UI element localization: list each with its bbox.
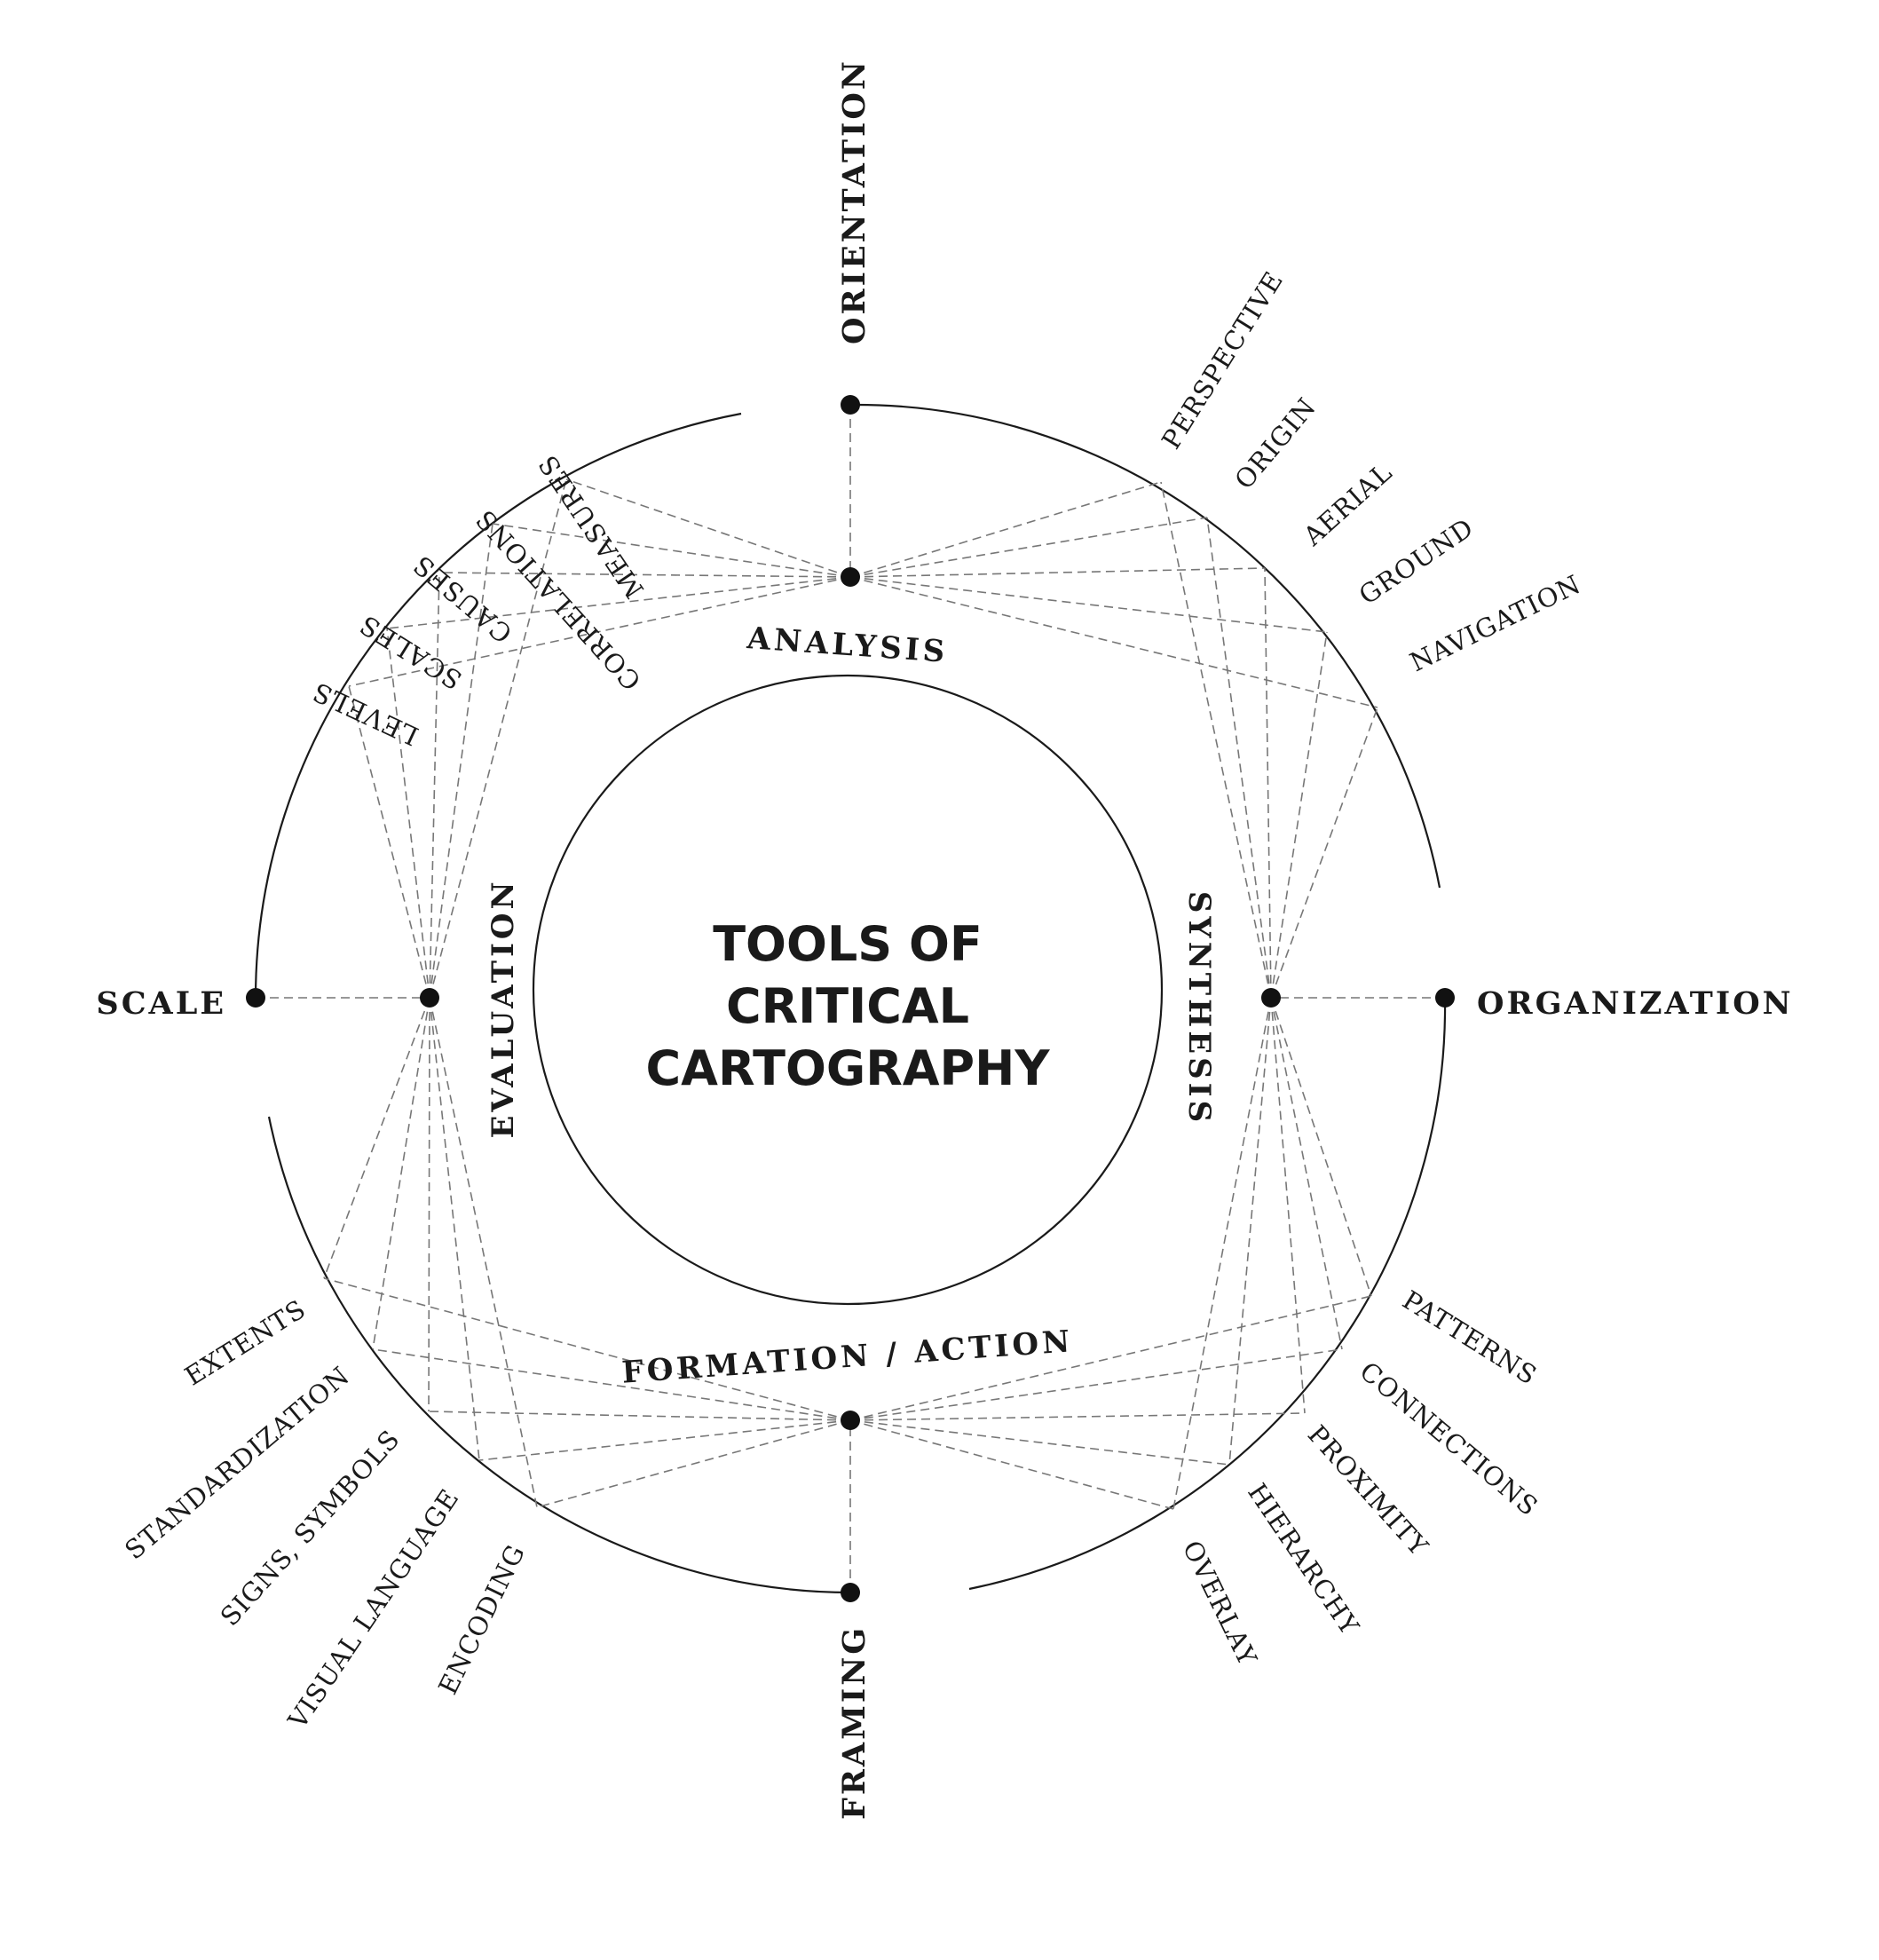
inner-circle [532,674,1164,1306]
item-patterns: PATTERNS [1397,1284,1543,1391]
item-levels: LEVELS [308,676,423,752]
dashed-line-lower-left-2-1 [428,997,430,1412]
item-aerial: AERIAL [1297,457,1398,552]
title-line-3: CARTOGRAPHY [646,1040,1051,1096]
axis-label-framing: FRAMING [836,1625,872,1820]
dashed-line-upper-left-0-1 [429,478,567,999]
dashed-line-lower-right-0-0 [849,1295,1372,1421]
hub-analysis [841,567,860,587]
dashed-connector-lines [323,478,1378,1510]
dashed-line-lower-right-2-0 [849,1412,1306,1421]
item-proximity: PROXIMITY [1302,1419,1434,1561]
item-correlations: CORRELATIONS [470,503,647,696]
ring-label-analysis: ANALYSIS [745,620,949,670]
dots [246,395,1455,1602]
dashed-line-lower-right-4-0 [849,1419,1174,1510]
item-hierarchy: HIERARCHY [1242,1478,1365,1640]
item-extents: EXTENTS [179,1293,312,1391]
dashed-line-lower-left-2-0 [428,1411,851,1421]
dashed-line-lower-right-4-1 [1172,997,1272,1510]
hub-evaluation [420,988,439,1008]
hub-formation-action [841,1411,860,1430]
item-causes: CAUSES [407,549,518,649]
axis-label-orientation: ORIENTATION [836,59,872,344]
dashed-line-lower-right-3-1 [1228,997,1272,1466]
dashed-line-lower-right-1-1 [1270,997,1343,1350]
item-navigation: NAVIGATION [1405,569,1585,678]
dashed-line-lower-left-4-0 [536,1419,851,1508]
item-perspective: PERSPECTIVE [1156,265,1289,454]
dot-framing [841,1583,860,1602]
dashed-line-lower-left-3-0 [478,1419,851,1461]
dashed-line-lower-left-1-0 [372,1348,851,1421]
outer-arc-top-right [849,403,1441,889]
dashed-line-upper-right-2-0 [849,567,1266,578]
dashed-line-upper-right-3-1 [1270,631,1328,999]
ring-label-formation-action: FORMATION / ACTION [620,1324,1074,1390]
dashed-line-upper-right-1-1 [1206,517,1272,999]
dashed-line-upper-right-1-0 [849,517,1208,578]
dashed-line-lower-right-2-1 [1270,997,1306,1414]
hub-synthesis [1261,988,1281,1008]
group-lower-right: PATTERNS CONNECTIONS PROXIMITY HIERARCHY… [1177,1284,1544,1671]
ring-label-synthesis: SYNTHESIS [1181,891,1217,1126]
dashed-line-upper-right-0-0 [849,481,1162,578]
item-encoding: ENCODING [432,1539,531,1699]
dashed-line-lower-left-4-1 [429,997,538,1508]
dashed-line-upper-left-0-0 [565,478,851,578]
dot-organization [1435,988,1455,1008]
dashed-line-upper-left-4-0 [348,576,851,687]
outer-ring [254,403,1447,1594]
outer-arc-bottom-left [267,1116,851,1594]
dashed-line-upper-left-3-0 [386,576,851,629]
item-ground: GROUND [1354,512,1480,611]
item-origin: ORIGIN [1228,391,1322,494]
dashed-line-upper-right-0-1 [1160,481,1272,999]
axis-connectors [256,405,1445,1592]
title-line-1: TOOLS OF [713,916,983,972]
item-overlay: OVERLAY [1177,1536,1263,1671]
dashed-line-lower-left-1-1 [372,997,430,1350]
dashed-line-lower-right-0-1 [1270,997,1372,1297]
page-title: TOOLS OF CRITICAL CARTOGRAPHY [646,916,1051,1096]
dashed-line-upper-right-2-1 [1264,567,1272,999]
dashed-line-upper-right-4-1 [1270,707,1378,999]
dashed-line-upper-right-3-0 [849,576,1328,633]
outer-arc-right-bottom [968,997,1447,1591]
outer-arc-left-top [254,412,742,999]
dot-orientation [841,395,860,415]
dashed-line-lower-right-3-0 [849,1419,1230,1466]
dashed-line-upper-left-4-1 [348,685,430,999]
dashed-line-upper-left-2-0 [438,572,851,578]
dashed-line-upper-left-1-1 [429,523,493,999]
dashed-line-upper-left-1-0 [492,523,851,578]
dashed-line-lower-left-0-0 [323,1277,851,1421]
group-lower-left: EXTENTS STANDARDIZATION SIGNS, SYMBOLS V… [119,1293,531,1735]
dashed-line-upper-right-4-0 [849,576,1378,708]
dashed-line-lower-left-0-1 [323,997,430,1279]
dashed-line-lower-left-3-1 [429,997,480,1461]
dashed-line-lower-right-1-0 [849,1348,1343,1421]
dot-scale [246,988,265,1008]
ring-label-evaluation: EVALUATION [486,878,521,1138]
axis-label-organization: ORGANIZATION [1477,985,1794,1022]
title-line-2: CRITICAL [726,978,969,1034]
axis-label-scale: SCALE [96,985,226,1022]
dashed-line-upper-left-3-1 [386,628,430,999]
group-upper-left: MEASURES CORRELATIONS CAUSES SCALES LEVE… [308,449,651,751]
